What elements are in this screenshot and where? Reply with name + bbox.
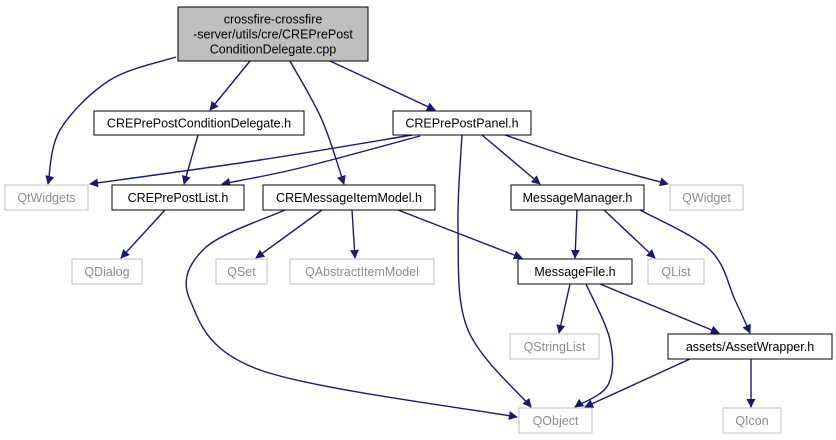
- node-panel_h[interactable]: CREPrePostPanel.h: [392, 110, 532, 136]
- edge-msgmgr_h-to-msgfile_h: [570, 209, 580, 259]
- node-label-msgfile_h: MessageFile.h: [534, 265, 615, 279]
- node-qicon: QIcon: [722, 407, 782, 434]
- node-label-qwidget: QWidget: [682, 191, 731, 205]
- node-label-qlist: QList: [661, 265, 691, 279]
- node-box-list_h: [111, 184, 245, 211]
- node-model_h[interactable]: CREMessageItemModel.h: [262, 184, 436, 211]
- edge-panel_h-to-qwidget: [504, 134, 669, 187]
- edge-model_h-to-qobject: [185, 209, 518, 420]
- node-label-qtwidgets: QtWidgets: [17, 191, 75, 205]
- node-label-cond_h: CREPrePostConditionDelegate.h: [107, 117, 291, 131]
- node-box-qlist: [647, 258, 705, 285]
- node-box-msgmgr_h: [510, 184, 645, 211]
- edge-root-to-model_h: [289, 60, 346, 185]
- edges-layer: [45, 56, 756, 420]
- node-label-root: crossfire-crossfire: [224, 13, 323, 27]
- node-asset_h[interactable]: assets/AssetWrapper.h: [667, 333, 833, 360]
- node-box-msgfile_h: [517, 258, 633, 285]
- node-label-list_h: CREPrePostList.h: [128, 191, 229, 205]
- edge-msgmgr_h-to-qlist: [603, 209, 656, 259]
- edge-panel_h-to-msgmgr_h: [481, 134, 541, 185]
- node-box-qobject: [518, 407, 593, 434]
- edge-msgfile_h-to-qstringlist: [556, 283, 571, 334]
- node-box-asset_h: [667, 333, 833, 360]
- edge-model_h-to-msgfile_h: [397, 209, 523, 260]
- node-box-qicon: [722, 407, 782, 434]
- node-label-qstringlist: QStringList: [524, 340, 586, 354]
- node-box-panel_h: [392, 110, 532, 136]
- node-box-cond_h: [93, 110, 305, 136]
- node-label-qobject: QObject: [533, 414, 579, 428]
- node-label-model_h: CREMessageItemModel.h: [276, 191, 422, 205]
- edge-msgfile_h-to-qobject: [574, 283, 614, 408]
- edge-model_h-to-qset: [255, 209, 323, 259]
- node-qdialog: QDialog: [71, 258, 143, 285]
- edge-panel_h-to-qobject: [457, 134, 532, 408]
- edge-model_h-to-qaim: [350, 209, 359, 259]
- node-box-qwidget: [669, 184, 744, 211]
- edge-panel_h-to-qtwidgets: [89, 134, 413, 188]
- node-qobject: QObject: [518, 407, 593, 434]
- node-msgmgr_h[interactable]: MessageManager.h: [510, 184, 645, 211]
- node-box-model_h: [262, 184, 436, 211]
- node-label-root: ConditionDelegate.cpp: [210, 43, 337, 57]
- node-root[interactable]: crossfire-crossfire-server/utils/cre/CRE…: [177, 6, 369, 62]
- node-cond_h[interactable]: CREPrePostConditionDelegate.h: [93, 110, 305, 136]
- edge-root-to-qtwidgets: [45, 56, 177, 185]
- node-label-msgmgr_h: MessageManager.h: [523, 191, 633, 205]
- node-box-qset: [215, 258, 268, 285]
- node-label-qicon: QIcon: [735, 414, 768, 428]
- node-label-qset: QSet: [227, 265, 256, 279]
- edge-root-to-cond_h: [209, 60, 251, 111]
- node-box-root: [177, 6, 369, 62]
- node-label-asset_h: assets/AssetWrapper.h: [686, 340, 814, 354]
- node-qtwidgets: QtWidgets: [4, 184, 89, 211]
- node-qaim: QAbstractItemModel: [289, 258, 435, 285]
- edge-cond_h-to-list_h: [181, 134, 199, 185]
- edge-msgfile_h-to-asset_h: [599, 283, 720, 335]
- node-qlist: QList: [647, 258, 705, 285]
- node-list_h[interactable]: CREPrePostList.h: [111, 184, 245, 211]
- node-qstringlist: QStringList: [509, 333, 600, 360]
- node-label-panel_h: CREPrePostPanel.h: [405, 117, 518, 131]
- edge-list_h-to-qdialog: [120, 209, 166, 259]
- nodes-layer: crossfire-crossfire-server/utils/cre/CRE…: [4, 6, 833, 434]
- edge-msgmgr_h-to-asset_h: [639, 209, 751, 334]
- edge-asset_h-to-qobject: [584, 358, 691, 408]
- node-label-root: -server/utils/cre/CREPrePost: [193, 28, 353, 42]
- node-msgfile_h[interactable]: MessageFile.h: [517, 258, 633, 285]
- node-label-qaim: QAbstractItemModel: [305, 265, 419, 279]
- edge-panel_h-to-list_h: [221, 135, 421, 187]
- node-box-qstringlist: [509, 333, 600, 360]
- edge-root-to-panel_h: [329, 60, 436, 111]
- node-qwidget: QWidget: [669, 184, 744, 211]
- node-box-qtwidgets: [4, 184, 89, 211]
- node-label-qdialog: QDialog: [84, 265, 129, 279]
- node-qset: QSet: [215, 258, 268, 285]
- node-box-qaim: [289, 258, 435, 285]
- node-box-qdialog: [71, 258, 143, 285]
